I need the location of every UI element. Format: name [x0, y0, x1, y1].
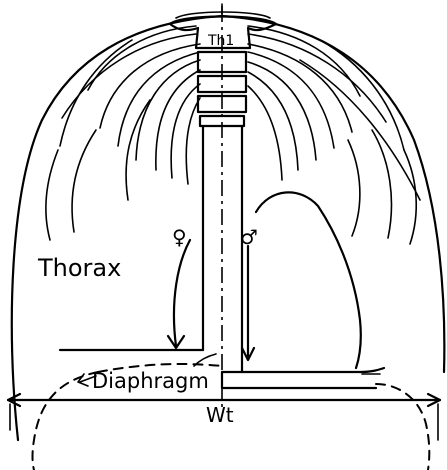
- left-arrow-curve: [174, 240, 190, 346]
- thorax-label: Thorax: [37, 254, 121, 282]
- lower-ribs-left: [46, 100, 150, 240]
- right-symbol: ♂: [240, 225, 258, 249]
- thorax-outline: [12, 16, 445, 440]
- ribs-right: [248, 26, 420, 200]
- diaphragm-label: Diaphragm: [92, 369, 209, 393]
- diaphragm-dashed-right: [376, 384, 429, 470]
- vertebral-column: [170, 12, 276, 126]
- vertebra-label: Th1: [207, 33, 234, 49]
- heart-shape: [256, 192, 361, 368]
- weight-label: Wt: [206, 403, 234, 427]
- lower-ribs-right: [348, 130, 416, 244]
- left-symbol: ♀: [172, 225, 187, 249]
